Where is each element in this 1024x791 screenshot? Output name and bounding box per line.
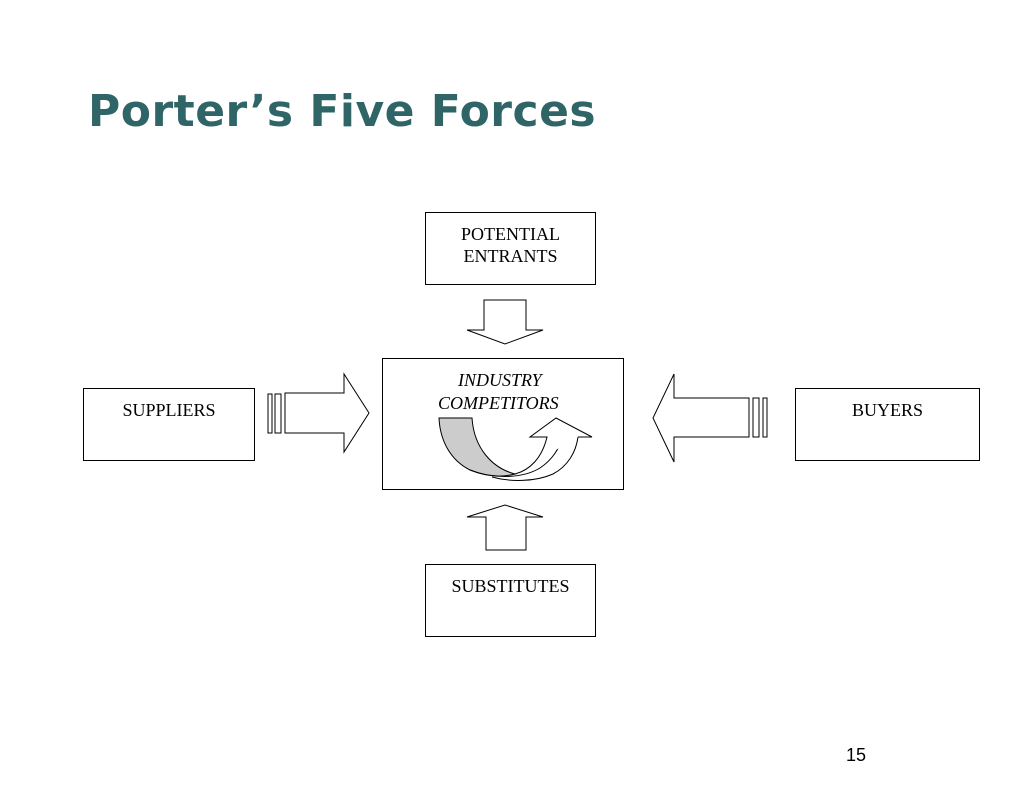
up-arrow-icon <box>466 504 544 551</box>
suppliers-box: SUPPLIERS <box>83 388 255 461</box>
slide-title: Porter’s Five Forces <box>88 86 597 137</box>
substitutes-box: SUBSTITUTES <box>425 564 596 637</box>
industry-competitors-label-line1: INDUSTRY <box>458 370 542 390</box>
rivalry-cycle-icon <box>438 417 593 481</box>
substitutes-label: SUBSTITUTES <box>451 576 570 596</box>
industry-competitors-label-line2: COMPETITORS <box>438 393 559 413</box>
left-arrow-icon <box>652 373 768 463</box>
potential-entrants-label-line2: ENTRANTS <box>463 246 558 266</box>
down-arrow-icon <box>466 299 544 345</box>
right-arrow-icon <box>267 372 370 454</box>
potential-entrants-label-line1: POTENTIAL <box>461 224 560 244</box>
page-number: 15 <box>846 745 867 765</box>
buyers-box: BUYERS <box>795 388 980 461</box>
buyers-label: BUYERS <box>851 400 923 420</box>
industry-competitors-box: INDUSTRY COMPETITORS <box>382 358 624 490</box>
potential-entrants-box: POTENTIAL ENTRANTS <box>425 212 596 285</box>
suppliers-label: SUPPLIERS <box>122 400 216 420</box>
